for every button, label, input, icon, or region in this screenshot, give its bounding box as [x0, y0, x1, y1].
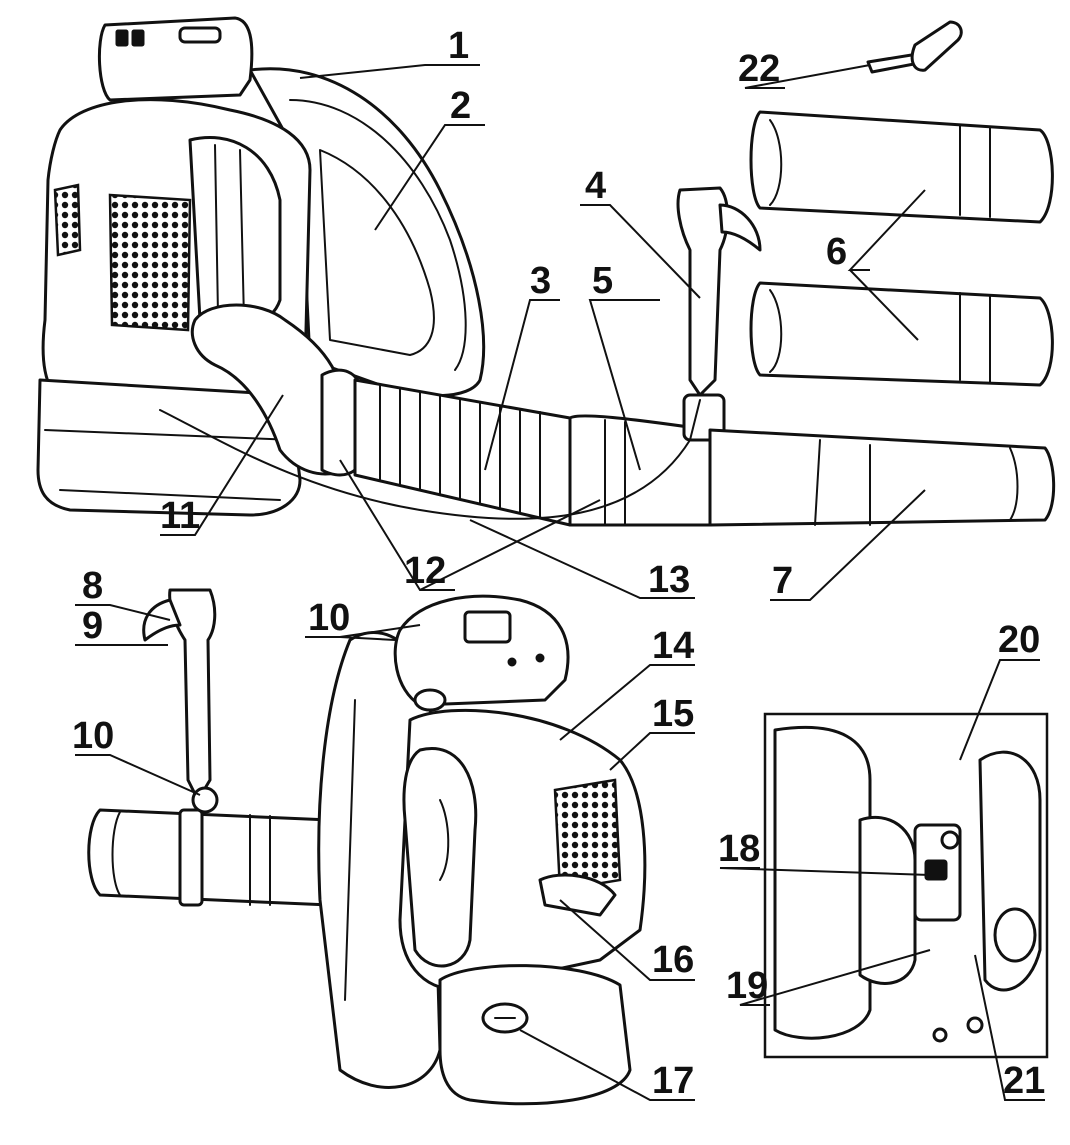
callout-15: 15	[652, 693, 694, 735]
air-filter-grill	[108, 193, 192, 332]
bottom-nozzle-tube	[87, 808, 332, 907]
bottom-engine-cover	[393, 594, 570, 707]
callout-9: 9	[82, 605, 103, 647]
inset-pivot	[993, 907, 1037, 963]
cover-cap	[413, 688, 447, 712]
callout-4: 4	[585, 165, 606, 207]
fuel-tank	[438, 964, 632, 1106]
callout-8: 8	[82, 565, 103, 607]
detail-inset	[763, 712, 1049, 1059]
callout-numbers: 1 2 3 4 5 6 7 8 9 10 10 11 12 13 14 15 1…	[72, 25, 1045, 1102]
callout-3: 3	[530, 260, 551, 302]
callout-18: 18	[718, 828, 760, 870]
callout-13: 13	[648, 559, 690, 601]
callout-11: 11	[160, 495, 200, 537]
callout-21: 21	[1003, 1060, 1045, 1102]
inset-collar	[858, 815, 917, 985]
callout-12: 12	[404, 550, 446, 592]
extension-tube-upper	[749, 110, 1054, 224]
callout-1: 1	[448, 25, 469, 67]
bottom-air-filter-grill	[553, 778, 622, 892]
inset-bolt	[966, 1016, 984, 1034]
leader-lines	[75, 64, 1045, 1101]
inset-switch	[924, 859, 948, 881]
callout-16: 16	[652, 939, 694, 981]
fan-outlet	[188, 136, 282, 328]
engine-base	[36, 378, 302, 517]
callout-5: 5	[592, 260, 613, 302]
callout-19: 19	[726, 965, 768, 1007]
cover-slot-2	[131, 29, 145, 47]
fan-housing	[402, 747, 478, 968]
cover-slot-1	[115, 29, 129, 47]
callout-20: 20	[998, 619, 1040, 661]
callout-2: 2	[450, 85, 471, 127]
throttle-cable	[159, 399, 701, 520]
side-vent	[53, 183, 82, 257]
callout-10-left: 10	[72, 715, 114, 757]
bottom-tube-clamp	[178, 808, 204, 907]
bottom-throttle-lever	[142, 598, 182, 642]
callout-14: 14	[652, 625, 694, 667]
cover-handle	[178, 26, 222, 44]
inset-bolt-2	[932, 1027, 948, 1043]
inset-screw	[940, 830, 960, 850]
starter-handle	[538, 873, 617, 917]
handle-knob	[191, 786, 219, 814]
cover-display	[463, 610, 512, 644]
control-handle	[676, 186, 729, 397]
extension-tube-lower	[749, 281, 1054, 387]
cover-dot-2	[535, 653, 545, 663]
callout-22: 22	[738, 48, 780, 90]
callout-17: 17	[652, 1060, 694, 1102]
callout-10-top: 10	[308, 597, 350, 639]
callout-7: 7	[772, 560, 793, 602]
spark-plug-wrench	[866, 20, 963, 74]
bottom-blower-assembly	[87, 588, 647, 1106]
throttle-trigger	[718, 203, 762, 252]
callout-6: 6	[826, 231, 847, 273]
nozzle-tube	[708, 428, 1056, 527]
top-blower-assembly	[36, 16, 1056, 527]
cover-dot-1	[507, 657, 517, 667]
